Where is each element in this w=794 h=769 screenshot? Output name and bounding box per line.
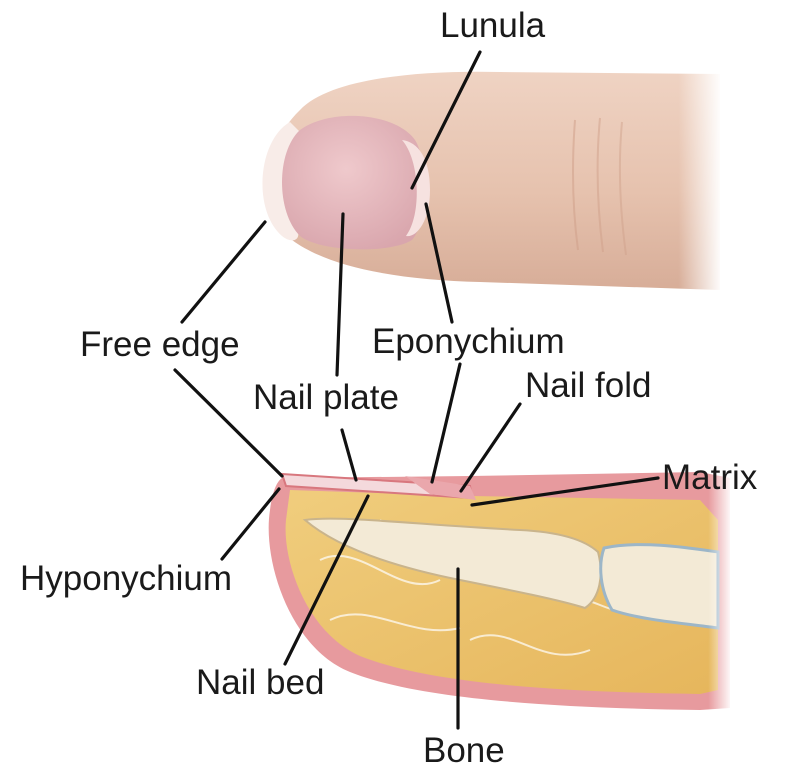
leader-free-edge-top	[182, 222, 265, 322]
label-nail-bed: Nail bed	[196, 663, 324, 703]
leader-nail-plate-bottom	[342, 430, 356, 480]
finger-exterior	[262, 70, 722, 292]
label-nail-fold: Nail fold	[525, 366, 651, 406]
leader-eponychium-bottom	[432, 364, 460, 482]
label-eponychium: Eponychium	[372, 322, 565, 362]
nail-plate-top	[282, 116, 424, 249]
label-bone: Bone	[423, 731, 505, 769]
label-free-edge: Free edge	[80, 325, 240, 365]
label-lunula: Lunula	[440, 6, 545, 46]
label-matrix: Matrix	[662, 458, 757, 498]
label-nail-plate: Nail plate	[253, 378, 399, 418]
label-hyponychium: Hyponychium	[20, 559, 232, 599]
